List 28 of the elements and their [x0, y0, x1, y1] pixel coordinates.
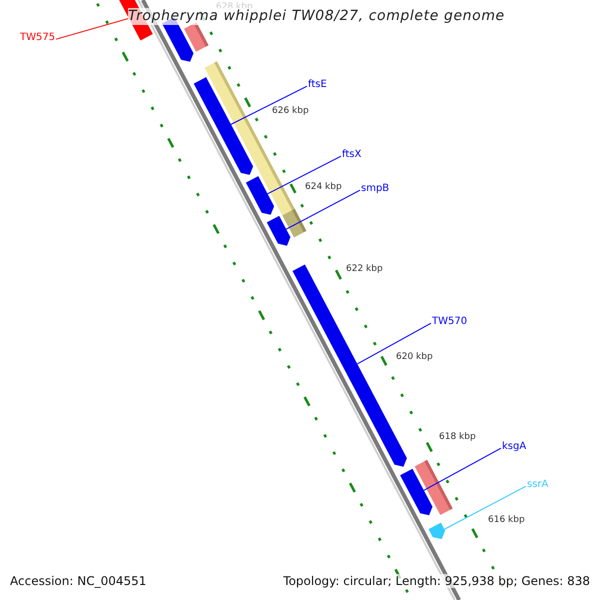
- title: Tropheryma whipplei TW08/27, complete genome: [128, 8, 505, 25]
- gene-label: ftsE: [308, 79, 327, 91]
- leader-line: [230, 86, 308, 125]
- leader-line: [356, 322, 432, 364]
- leader-line: [423, 448, 502, 491]
- leader-line: [56, 18, 130, 40]
- info-text: Accession: NC_004551: [10, 574, 146, 588]
- gene-label: TW570: [432, 316, 468, 328]
- gene-label: TW575: [20, 32, 56, 44]
- gene-feature: [194, 77, 254, 175]
- gene-label: ksgA: [502, 441, 526, 453]
- gene-label: ftsX: [342, 149, 362, 161]
- scale-label: 620 kbp: [396, 352, 433, 363]
- leader-line: [444, 486, 526, 530]
- info-text: Topology: circular; Length: 925,938 bp; Genes: 838: [283, 574, 590, 588]
- gene-feature: [266, 216, 290, 246]
- gene-feature: [428, 522, 446, 540]
- scale-label: 622 kbp: [346, 264, 383, 275]
- leader-line: [267, 156, 342, 194]
- scale-label: 616 kbp: [488, 515, 525, 526]
- gene-feature: [400, 468, 432, 516]
- scale-label: 624 kbp: [305, 182, 342, 193]
- scale-label: 626 kbp: [272, 106, 309, 117]
- gene-feature: [246, 176, 274, 215]
- gene-label: ssrA: [527, 479, 548, 491]
- gene-label: smpB: [361, 183, 390, 195]
- scale-label: 618 kbp: [439, 432, 476, 443]
- leader-line: [286, 190, 360, 230]
